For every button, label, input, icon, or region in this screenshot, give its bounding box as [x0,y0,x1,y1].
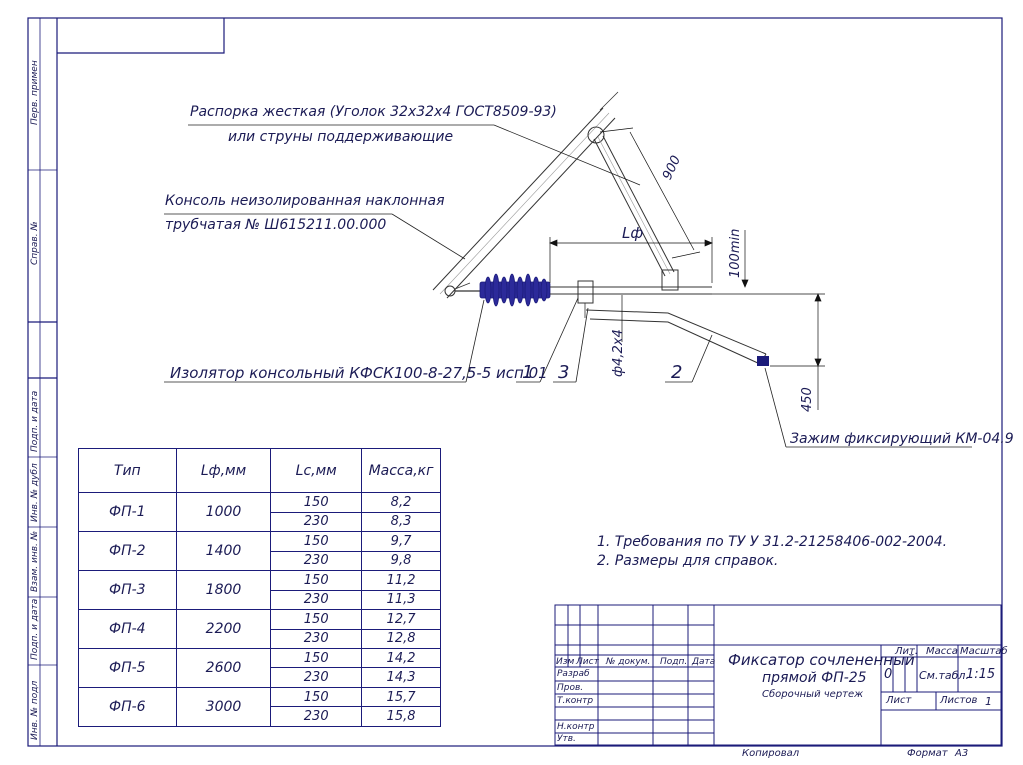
table-cell-lc: 150 [270,570,363,591]
table-cell-mass: 9,8 [361,550,441,572]
table-row-lf: 2600 [175,647,272,688]
table-cell-lc: 150 [270,492,363,513]
tb-massa-hdr: Масса [926,646,958,657]
callout-zazhim: Зажим фиксирующий КМ-04.9 [790,431,1014,447]
dim-lf: Lф [622,224,644,242]
col-header-mass: Масса,кг [361,447,441,494]
margin-label-inv-dubl: Инв. № дубл [30,463,40,522]
table-cell-lc: 230 [270,589,363,611]
margin-label-podp-data-1: Подп. и дата [30,390,40,452]
dim-phi: ф4,2х4 [611,329,626,377]
tb-title-2: прямой ФП-25 [762,670,867,686]
tb-massa-val: См.табл. [919,669,969,682]
callout-izolyator: Изолятор консольный КФСК100-8-27,5-5 исп… [170,364,548,382]
col-header-type: Тип [78,447,177,494]
table-cell-mass: 11,3 [361,589,441,611]
tb-kopiroval: Копировал [742,748,800,759]
table-cell-lc: 150 [270,531,363,552]
margin-label-podp-data-2: Подп. и дата [30,598,40,660]
table-cell-lc: 230 [270,706,363,727]
table-row-type: ФП-2 [78,531,177,572]
table-cell-lc: 230 [270,550,363,572]
callout-konsol-2: трубчатая № Ш615211.00.000 [165,217,387,233]
table-row-type: ФП-3 [78,570,177,611]
table-cell-mass: 8,2 [361,492,441,513]
sheet-frame [27,17,1003,747]
table-row-type: ФП-1 [78,492,177,533]
position-3: 3 [558,362,570,383]
dim-450: 450 [800,387,815,412]
callout-raspor-1: Распорка жесткая (Уголок 32х32х4 ГОСТ850… [190,104,557,120]
table-row-lf: 1400 [175,531,272,572]
table-cell-mass: 8,3 [361,511,441,533]
table-row-type: ФП-6 [78,686,177,728]
table-cell-mass: 12,8 [361,628,441,649]
tb-tkontr: Т.контр [557,696,594,706]
tb-nkontr: Н.контр [557,722,595,732]
margin-label-vzam-inv: Взам. инв. № [30,530,40,592]
table-row-lf: 2200 [175,609,272,649]
table-cell-mass: 14,3 [361,667,441,688]
table-row-lf: 3000 [175,686,272,728]
table-cell-lc: 150 [270,609,363,630]
table-row-lf: 1000 [175,492,272,533]
tb-listov-lbl: Листов [940,695,978,706]
insulator [479,273,551,307]
tb-title-1: Фиксатор сочлененный [728,651,915,669]
note-2: 2. Размеры для справок. [597,553,779,569]
tb-hdr-podp: Подп. [660,657,688,667]
tb-razrab: Разраб [557,669,590,679]
table-cell-mass: 9,7 [361,531,441,552]
position-1: 1 [522,362,534,383]
table-cell-lc: 230 [270,628,363,649]
col-header-lf: Lф,мм [175,447,272,494]
title-block-grid [554,604,1002,746]
table-cell-mass: 11,2 [361,570,441,591]
callout-konsol-1: Консоль неизолированная наклонная [165,193,445,209]
table-cell-lc: 230 [270,511,363,533]
position-2: 2 [671,362,683,383]
tb-masshtab-val: 1:15 [966,667,996,682]
margin-label-sprav: Справ. № [30,221,40,265]
margin-label-perv-primen: Перв. примен [30,60,40,125]
dim-100min: 100min [728,228,743,278]
table-cell-mass: 14,2 [361,647,441,669]
table-row-type: ФП-4 [78,609,177,649]
col-header-lc: Lс,мм [270,447,363,494]
margin-label-inv-podl: Инв. № подл [30,680,40,740]
note-1: 1. Требования по ТУ У 31.2-21258406-002-… [597,534,948,550]
table-cell-lc: 230 [270,667,363,688]
table-cell-mass: 15,8 [361,706,441,727]
tb-list-lbl: Лист [886,695,912,706]
callout-raspor-2: или струны поддерживающие [228,129,454,145]
tb-lit-val: 0 [884,667,893,682]
tb-masshtab-hdr: Масштаб [960,646,1008,657]
table-cell-mass: 15,7 [361,686,441,708]
tb-hdr-data: Дата [692,657,716,667]
tb-hdr-ndok: № докум. [606,657,651,667]
tb-subtitle: Сборочный чертеж [762,689,864,700]
tb-hdr-list: Лист [576,657,599,667]
tb-format-val: А3 [955,748,969,759]
tb-lit-hdr: Лит. [895,646,919,657]
tb-utv: Утв. [557,734,576,744]
table-row-type: ФП-5 [78,647,177,688]
table-cell-lc: 150 [270,686,363,708]
table-cell-lc: 150 [270,647,363,669]
tb-prov: Пров. [557,683,584,693]
strut-joint [587,126,605,144]
tb-listov-val: 1 [985,695,992,708]
console-pipe-edge [432,107,604,291]
table-cell-mass: 12,7 [361,609,441,630]
tb-hdr-izm: Изм [556,657,575,667]
table-row-lf: 1800 [175,570,272,611]
tb-format-lbl: Формат [907,748,948,759]
